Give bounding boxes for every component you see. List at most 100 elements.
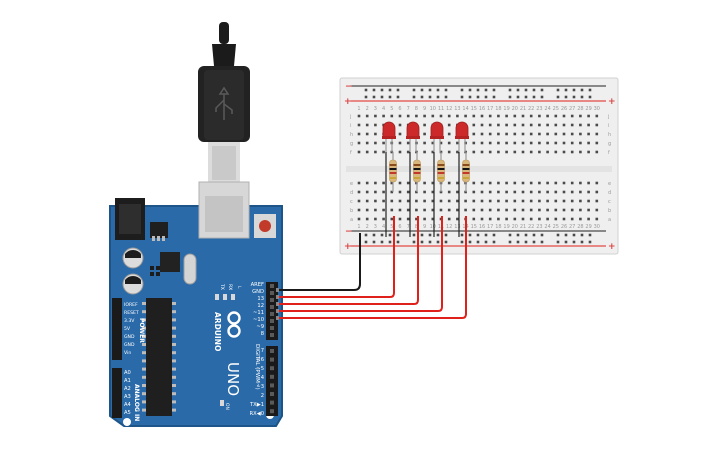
breadboard-hole[interactable] [415, 114, 418, 118]
breadboard-hole[interactable] [488, 199, 492, 203]
rail-hole[interactable] [492, 95, 496, 99]
breadboard-hole[interactable] [587, 123, 590, 127]
breadboard-hole[interactable] [505, 181, 508, 185]
breadboard-hole[interactable] [505, 132, 508, 136]
breadboard-hole[interactable] [587, 190, 590, 194]
rail-hole[interactable] [580, 233, 584, 237]
rail-hole[interactable] [588, 233, 592, 237]
breadboard-hole[interactable] [497, 217, 500, 221]
breadboard-hole[interactable] [374, 123, 377, 127]
breadboard-hole[interactable] [365, 199, 369, 203]
breadboard-hole[interactable] [472, 114, 476, 118]
rail-hole[interactable] [508, 233, 512, 237]
breadboard-hole[interactable] [472, 208, 476, 212]
breadboard-hole[interactable] [497, 123, 500, 127]
breadboard-hole[interactable] [480, 199, 484, 203]
breadboard-hole[interactable] [570, 208, 574, 212]
header-pin[interactable] [270, 392, 274, 396]
wire-pin-10[interactable] [278, 216, 467, 319]
breadboard-hole[interactable] [538, 208, 541, 212]
breadboard-hole[interactable] [579, 123, 582, 127]
breadboard-hole[interactable] [406, 199, 410, 203]
breadboard-hole[interactable] [554, 190, 558, 194]
breadboard-hole[interactable] [538, 217, 541, 221]
breadboard-hole[interactable] [570, 132, 574, 136]
header-pin[interactable] [270, 319, 274, 323]
rail-hole[interactable] [364, 233, 368, 237]
breadboard-hole[interactable] [456, 208, 459, 212]
breadboard-hole[interactable] [447, 141, 451, 145]
breadboard-hole[interactable] [464, 114, 467, 118]
rail-hole[interactable] [380, 240, 384, 244]
breadboard-hole[interactable] [570, 150, 574, 154]
breadboard-hole[interactable] [546, 114, 549, 118]
breadboard-hole[interactable] [538, 132, 541, 136]
breadboard-hole[interactable] [497, 132, 500, 136]
breadboard-hole[interactable] [595, 123, 599, 127]
breadboard-hole[interactable] [529, 141, 533, 145]
breadboard-hole[interactable] [529, 217, 533, 221]
breadboard-hole[interactable] [579, 190, 582, 194]
breadboard-hole[interactable] [406, 190, 410, 194]
breadboard-hole[interactable] [439, 199, 443, 203]
breadboard-hole[interactable] [480, 132, 484, 136]
breadboard-hole[interactable] [398, 190, 402, 194]
breadboard-hole[interactable] [447, 199, 451, 203]
rail-hole[interactable] [364, 240, 368, 244]
rail-hole[interactable] [468, 88, 472, 92]
breadboard-hole[interactable] [374, 217, 377, 221]
breadboard-hole[interactable] [398, 199, 402, 203]
rail-hole[interactable] [524, 233, 528, 237]
breadboard-hole[interactable] [562, 190, 566, 194]
rail-hole[interactable] [364, 95, 368, 99]
rail-hole[interactable] [396, 88, 400, 92]
breadboard-hole[interactable] [398, 217, 402, 221]
rail-hole[interactable] [532, 88, 536, 92]
breadboard-hole[interactable] [579, 132, 582, 136]
breadboard-hole[interactable] [423, 150, 426, 154]
breadboard-hole[interactable] [513, 190, 517, 194]
breadboard-hole[interactable] [423, 123, 426, 127]
breadboard-hole[interactable] [415, 217, 418, 221]
breadboard-hole[interactable] [423, 190, 426, 194]
breadboard-hole[interactable] [406, 150, 410, 154]
rail-hole[interactable] [420, 95, 424, 99]
rail-hole[interactable] [420, 88, 424, 92]
reset-button[interactable] [254, 214, 276, 238]
breadboard-hole[interactable] [554, 217, 558, 221]
rail-hole[interactable] [388, 95, 392, 99]
breadboard-hole[interactable] [513, 123, 517, 127]
led[interactable] [406, 121, 420, 139]
rail-hole[interactable] [484, 95, 488, 99]
header-pin[interactable] [270, 284, 274, 288]
breadboard-hole[interactable] [521, 199, 525, 203]
breadboard-hole[interactable] [382, 141, 385, 145]
rail-hole[interactable] [540, 233, 544, 237]
rail-hole[interactable] [372, 88, 376, 92]
breadboard-hole[interactable] [480, 217, 484, 221]
rail-hole[interactable] [380, 233, 384, 237]
breadboard-hole[interactable] [521, 190, 525, 194]
rail-hole[interactable] [372, 95, 376, 99]
breadboard-hole[interactable] [505, 199, 508, 203]
rail-hole[interactable] [532, 233, 536, 237]
header-pin[interactable] [270, 409, 274, 414]
wire-gnd[interactable] [278, 233, 361, 291]
rail-hole[interactable] [540, 240, 544, 244]
breadboard-hole[interactable] [505, 141, 508, 145]
rail-hole[interactable] [540, 95, 544, 99]
rail-hole[interactable] [388, 88, 392, 92]
breadboard-hole[interactable] [570, 141, 574, 145]
breadboard-hole[interactable] [431, 150, 435, 154]
rail-hole[interactable] [564, 240, 568, 244]
breadboard-hole[interactable] [406, 181, 410, 185]
breadboard-hole[interactable] [456, 190, 459, 194]
breadboard-hole[interactable] [579, 114, 582, 118]
breadboard-hole[interactable] [497, 150, 500, 154]
breadboard-hole[interactable] [398, 114, 402, 118]
breadboard-hole[interactable] [431, 141, 435, 145]
rail-hole[interactable] [396, 233, 400, 237]
breadboard-hole[interactable] [488, 141, 492, 145]
led[interactable] [455, 121, 469, 139]
breadboard-hole[interactable] [570, 190, 574, 194]
